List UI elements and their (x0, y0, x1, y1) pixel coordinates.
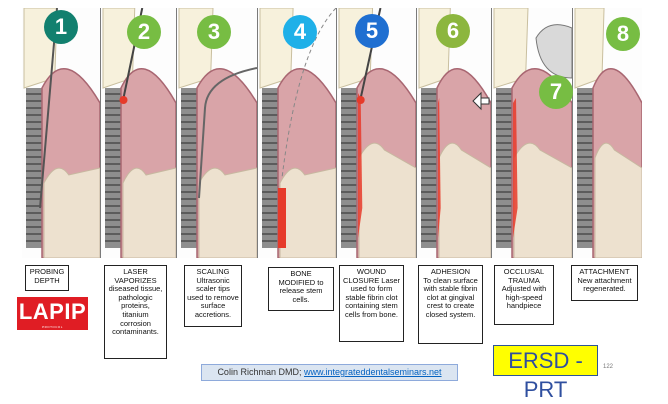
credit-bar: Colin Richman DMD; www.integrateddentals… (201, 364, 458, 381)
step-caption-7: OCCLUSAL TRAUMA Adjusted with high-speed… (494, 265, 554, 325)
bone (280, 168, 336, 258)
step-caption-1: PROBING DEPTH (25, 265, 69, 291)
credit-name: Colin Richman DMD; (217, 367, 301, 377)
website-link[interactable]: www.integrateddentalseminars.net (304, 367, 442, 377)
ersd-prt-label: ERSD -PRT (493, 345, 598, 376)
panel-step-1 (22, 8, 101, 258)
logo-subtext: PROTOCOL (17, 326, 88, 329)
bone (123, 168, 176, 258)
implant-body (105, 88, 121, 248)
implant-body (262, 88, 278, 248)
step-badge-2: 2 (127, 15, 161, 49)
bone (199, 168, 257, 258)
step-caption-8: ATTACHMENT New attachment regenerated. (571, 265, 638, 301)
step-description: Ultrasonic scaler tips used to remove su… (187, 277, 239, 320)
logo-text: LAPIP (19, 299, 86, 324)
step-description: MODIFIED to release stem cells. (271, 279, 331, 305)
step-badge-4: 4 (283, 15, 317, 49)
step-badge-8: 8 (606, 17, 640, 51)
implant-body (421, 88, 437, 248)
step-description: VAPORIZES diseased tissue, pathologic pr… (107, 277, 164, 337)
step-description: DEPTH (28, 277, 66, 286)
step-badge-1: 1 (44, 10, 78, 44)
step-badge-5: 5 (355, 14, 389, 48)
implant-body (496, 88, 512, 248)
step-caption-6: ADHESION To clean surface with stable fi… (418, 265, 483, 344)
page-number: 122 (603, 364, 613, 370)
lapip-logo: LAPIP PROTOCOL (17, 297, 88, 330)
step-badge-7: 7 (539, 75, 573, 109)
implant-body (577, 88, 593, 248)
laser-tip (357, 96, 365, 104)
step-badge-3: 3 (197, 15, 231, 49)
step-description: TRAUMA Adjusted with high-speed handpiec… (497, 277, 551, 311)
implant-body (181, 88, 197, 248)
procedure-diagram: 1 2 3 4 5 6 7 8 PROBING DEPTH LASER VAPO… (0, 0, 668, 380)
panel-step-7 (492, 8, 573, 258)
laser-tip (120, 96, 128, 104)
step-description: CLOSURE Laser used to form stable fibrin… (342, 277, 401, 320)
implant-body (341, 88, 357, 248)
step-caption-5: WOUND CLOSURE Laser used to form stable … (339, 265, 404, 342)
step-badge-6: 6 (436, 14, 470, 48)
bone (44, 168, 100, 258)
step-description: New attachment regenerated. (574, 277, 635, 294)
step-caption-2: LASER VAPORIZES diseased tissue, patholo… (104, 265, 167, 359)
step-caption-4: BONE MODIFIED to release stem cells. (268, 267, 334, 311)
implant-body (26, 88, 42, 248)
step-caption-3: SCALING Ultrasonic scaler tips used to r… (184, 265, 242, 327)
step-description: To clean surface with stable fibrin clot… (421, 277, 480, 320)
bone-modification (278, 188, 286, 248)
